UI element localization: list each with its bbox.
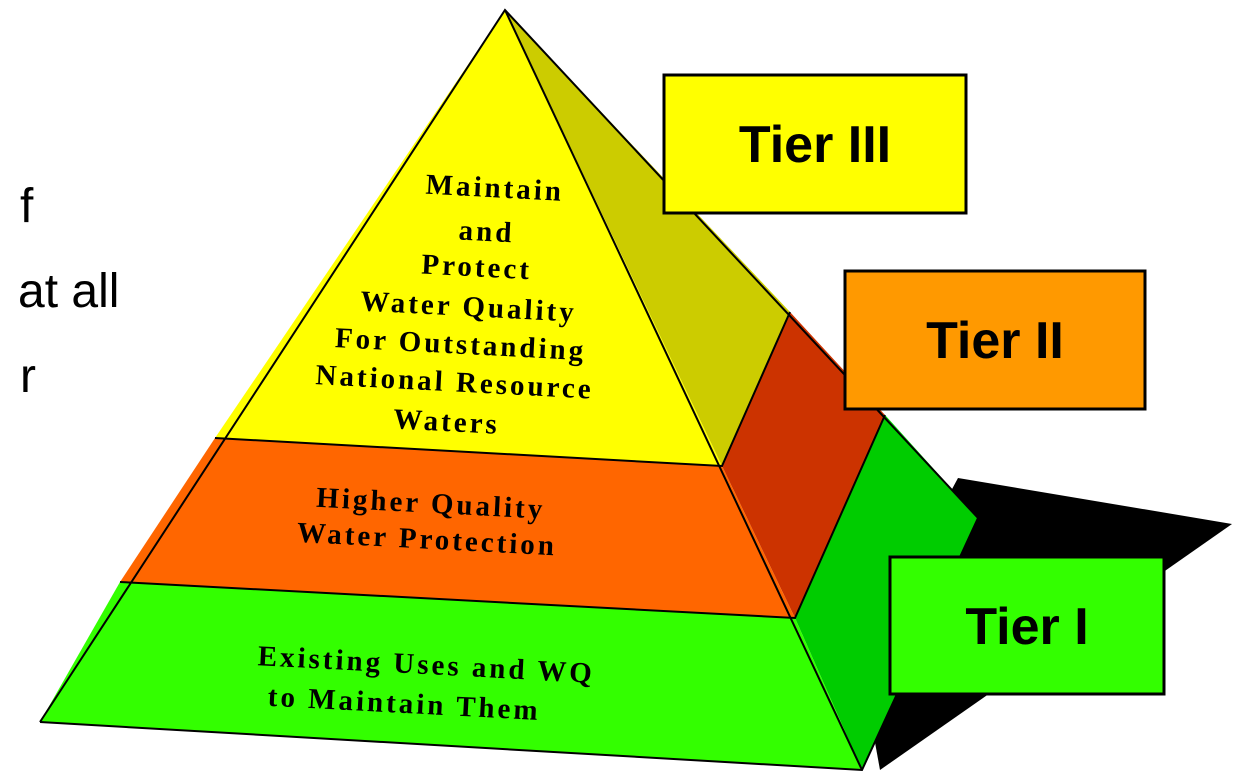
tier-label-3: Tier III <box>662 73 968 215</box>
pyramid-side-top <box>505 10 790 466</box>
tier-3-text: Tier III <box>739 116 891 174</box>
background-text-line-1: f <box>20 180 34 233</box>
tier-2-box <box>843 269 1147 411</box>
background-text: f at all r <box>18 180 119 403</box>
tier-label-2: Tier II <box>843 269 1147 411</box>
top-line-3: Protect <box>421 249 533 287</box>
tier-label-1: Tier I <box>888 555 1166 696</box>
background-text-line-2: at all <box>18 265 119 318</box>
pyramid-front-top <box>215 10 722 466</box>
tier-3-box <box>662 73 968 215</box>
pyramid-outline <box>39 8 980 772</box>
pyramid-front-bottom <box>40 582 862 770</box>
pyramid-front-middle <box>120 438 795 618</box>
tier-1-box <box>888 555 1166 696</box>
pyramid-side-bottom <box>795 415 978 770</box>
top-line-1: Maintain <box>425 169 565 208</box>
tier-1-text: Tier I <box>965 598 1088 656</box>
tier-2-text: Tier II <box>926 312 1064 370</box>
top-line-2: and <box>458 214 515 249</box>
top-line-7: Waters <box>393 403 501 441</box>
background-text-line-3: r <box>20 350 36 403</box>
